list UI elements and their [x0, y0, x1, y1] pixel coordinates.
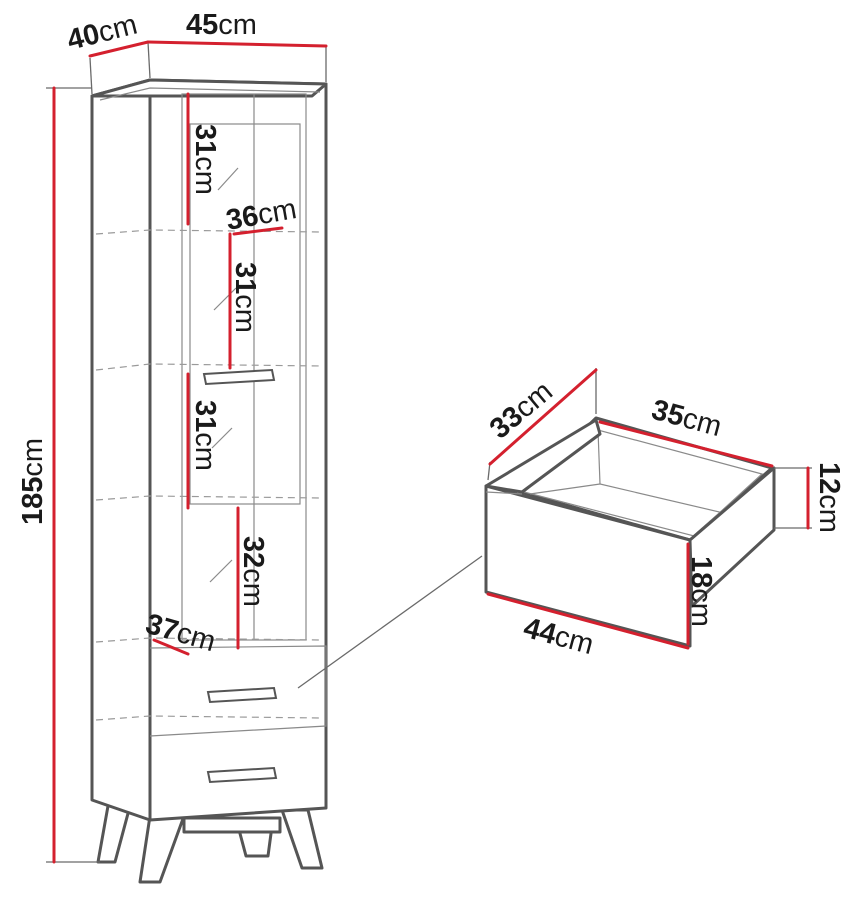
drawer-2-handle — [206, 766, 278, 784]
label-drawer-inner-height: 12cm — [813, 462, 845, 533]
door-handle — [202, 368, 276, 386]
glass-reflection-4 — [209, 559, 233, 583]
depth-dimension-line — [88, 40, 150, 58]
inner-width-bottom-line — [152, 638, 190, 656]
drawer-dimensions — [486, 368, 812, 650]
leg-front-mid — [138, 814, 186, 884]
drawer-detail — [484, 416, 776, 648]
cabinet-top — [90, 78, 328, 98]
cabinet-dimensions — [46, 40, 328, 864]
label-cabinet-depth: 40cm — [64, 9, 141, 57]
drawer-inner-width-line — [598, 420, 774, 468]
top-inner-edge — [99, 87, 321, 101]
shelf-line-4 — [95, 637, 323, 643]
label-shelf-1: 31cm — [189, 124, 221, 195]
label-cabinet-height: 185cm — [17, 438, 49, 525]
drawer-left-wall — [484, 418, 602, 494]
label-drawer-front-height: 18cm — [685, 556, 717, 627]
glass-door-inner — [189, 123, 301, 505]
drawer-front-top-edge — [485, 491, 523, 495]
label-cabinet-width: 45cm — [186, 9, 257, 41]
top-ext-left — [89, 57, 93, 95]
leg-rail — [182, 816, 282, 834]
glass-reflection-1 — [217, 167, 239, 191]
shelf-line-5 — [95, 715, 323, 721]
width-dimension-line — [146, 40, 328, 48]
cabinet — [90, 78, 483, 884]
drawer-front-width-line — [486, 592, 690, 650]
drawer-inner-floor-edge — [529, 483, 601, 495]
glass-reflection-2 — [213, 287, 237, 311]
glass-door — [181, 93, 307, 641]
leg-right — [280, 808, 324, 870]
shelf-line-2 — [95, 363, 323, 371]
label-shelf-2: 31cm — [229, 262, 261, 333]
shelf-line-3 — [95, 495, 323, 501]
drawer-depth-line — [488, 368, 598, 466]
drawer-1-handle — [206, 686, 278, 704]
drawer-leader-line — [297, 555, 483, 689]
cabinet-side-panel — [90, 78, 152, 822]
label-shelf-4: 32cm — [237, 536, 269, 607]
leg-front-left — [96, 804, 132, 864]
top-ext-mid — [147, 41, 151, 79]
inner-width-top-line — [232, 226, 284, 236]
drawer-front-panel — [484, 484, 692, 648]
label-shelf-3: 31cm — [189, 400, 221, 471]
glass-reflection-3 — [211, 427, 233, 449]
label-inner-width-top: 36cm — [224, 193, 299, 237]
